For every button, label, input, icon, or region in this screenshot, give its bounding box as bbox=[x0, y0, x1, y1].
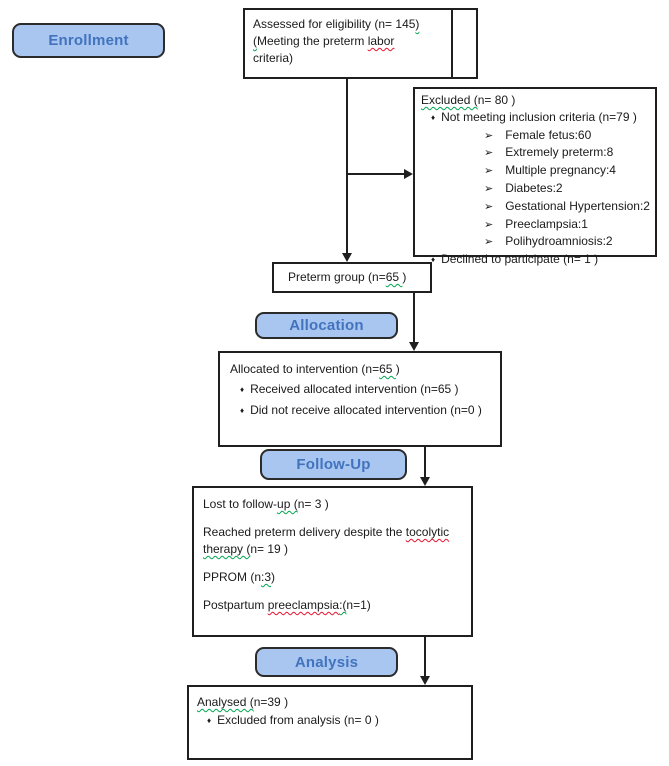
arrow-bullet-icon: ➢ bbox=[484, 165, 494, 178]
text-segment: 65 bbox=[385, 270, 403, 284]
text-segment: n= 80 ) bbox=[477, 93, 516, 107]
text-segment: n= 3 ) bbox=[297, 497, 329, 511]
text-segment: up ( bbox=[277, 497, 298, 511]
text-segment: ) bbox=[402, 270, 407, 284]
text-segment: therapy ( bbox=[203, 542, 251, 556]
text-segment: Did not receive allocated intervention (… bbox=[250, 403, 482, 417]
text-segment: ) bbox=[395, 362, 400, 376]
arrow-bullet-icon: ➢ bbox=[484, 218, 494, 231]
arrowhead-down-icon bbox=[420, 477, 430, 486]
connector-assessed-to-preterm bbox=[346, 79, 348, 255]
connector-allocated-to-followup bbox=[424, 447, 426, 479]
text-segment: ) bbox=[415, 17, 420, 31]
text-segment: preeclampsia bbox=[267, 598, 340, 612]
arrowhead-down-icon bbox=[420, 676, 430, 685]
text-segment: PPROM (n bbox=[203, 570, 262, 584]
preterm-group-box: Preterm group (n=65 ) bbox=[272, 262, 432, 293]
text-segment: criteria) bbox=[253, 51, 294, 65]
text-segment: Preeclampsia:1 bbox=[505, 216, 588, 231]
arrow-bullet-icon: ➢ bbox=[484, 182, 494, 195]
text-segment: ( bbox=[253, 34, 257, 48]
assessed-box-side-panel bbox=[451, 8, 478, 79]
arrow-bullet-icon: ➢ bbox=[484, 236, 494, 249]
text-segment: tocolytic bbox=[405, 525, 450, 539]
text-segment: Reached preterm delivery despite the bbox=[203, 525, 406, 539]
text-segment: Lost to follow- bbox=[203, 497, 278, 511]
text-segment: Multiple pregnancy:4 bbox=[505, 163, 616, 178]
text-segment: Excluded ( bbox=[421, 93, 478, 107]
connector-preterm-to-allocated bbox=[413, 293, 415, 344]
text-segment: n= 19 ) bbox=[250, 542, 289, 556]
text-segment: n=39 ) bbox=[253, 695, 289, 709]
text-segment: Female fetus:60 bbox=[505, 127, 592, 142]
arrowhead-down-icon bbox=[409, 342, 419, 351]
text-segment: Received allocated intervention (n=65 ) bbox=[250, 382, 459, 396]
text-segment: n=1) bbox=[346, 598, 371, 612]
text-segment: Preterm group (n= bbox=[288, 270, 386, 284]
arrow-bullet-icon: ➢ bbox=[484, 147, 494, 160]
text-segment: Assessed for eligibility (n= 145 bbox=[253, 17, 416, 31]
text-segment: Excluded from analysis (n= 0 ) bbox=[217, 713, 379, 727]
diamond-bullet-icon: ♦ bbox=[431, 112, 436, 122]
stage-label-allocation: Allocation bbox=[255, 312, 398, 339]
diamond-bullet-icon: ♦ bbox=[431, 255, 436, 265]
text-segment: Postpartum bbox=[203, 598, 268, 612]
arrow-bullet-icon: ➢ bbox=[484, 200, 494, 213]
text-segment: :( bbox=[339, 598, 347, 612]
diamond-bullet-icon: ♦ bbox=[207, 716, 212, 725]
excluded-box: Excluded (n= 80 ) ♦ Not meeting inclusion … bbox=[413, 87, 657, 266]
allocated-to-intervention-box: Allocated to intervention (n=65 ) ♦ Receiv… bbox=[218, 351, 502, 447]
text-segment: Diabetes:2 bbox=[505, 180, 563, 195]
text-segment: Not meeting inclusion criteria (n=79 ) bbox=[441, 109, 637, 124]
text-segment: Allocated to intervention (n= bbox=[230, 362, 380, 376]
arrowhead-right-icon bbox=[404, 169, 413, 179]
stage-label-follow-up: Follow-Up bbox=[260, 449, 407, 480]
text-segment: ) bbox=[271, 570, 276, 584]
analysed-box: Analysed (n=39 ) ♦ Excluded from analysis … bbox=[187, 685, 473, 760]
stage-label-analysis: Analysis bbox=[255, 647, 398, 677]
stage-label-enrollment: Enrollment bbox=[12, 23, 165, 58]
diamond-bullet-icon: ♦ bbox=[240, 385, 245, 394]
connector-followup-to-analysed bbox=[424, 637, 426, 678]
follow-up-outcomes-box: Lost to follow-up (n= 3 ) Reached preterm… bbox=[192, 486, 473, 637]
text-segment: labor bbox=[367, 34, 395, 48]
arrowhead-down-icon bbox=[342, 253, 352, 262]
text-segment: Meeting the preterm bbox=[257, 34, 368, 48]
text-segment: Analysed ( bbox=[197, 695, 254, 709]
connector-assessed-to-excluded bbox=[347, 173, 406, 175]
text-segment: :3 bbox=[261, 570, 272, 584]
text-segment: 65 bbox=[379, 362, 396, 376]
diamond-bullet-icon: ♦ bbox=[240, 406, 245, 415]
text-segment: Declined to participate (n= 1 ) bbox=[441, 252, 599, 267]
arrow-bullet-icon: ➢ bbox=[484, 129, 494, 142]
text-segment: Gestational Hypertension:2 bbox=[505, 198, 650, 213]
assessed-for-eligibility-box: Assessed for eligibility (n= 145) (Meetin… bbox=[243, 8, 453, 79]
text-segment: Polihydroamniosis:2 bbox=[505, 234, 613, 249]
text-segment: Extremely preterm:8 bbox=[505, 145, 614, 160]
